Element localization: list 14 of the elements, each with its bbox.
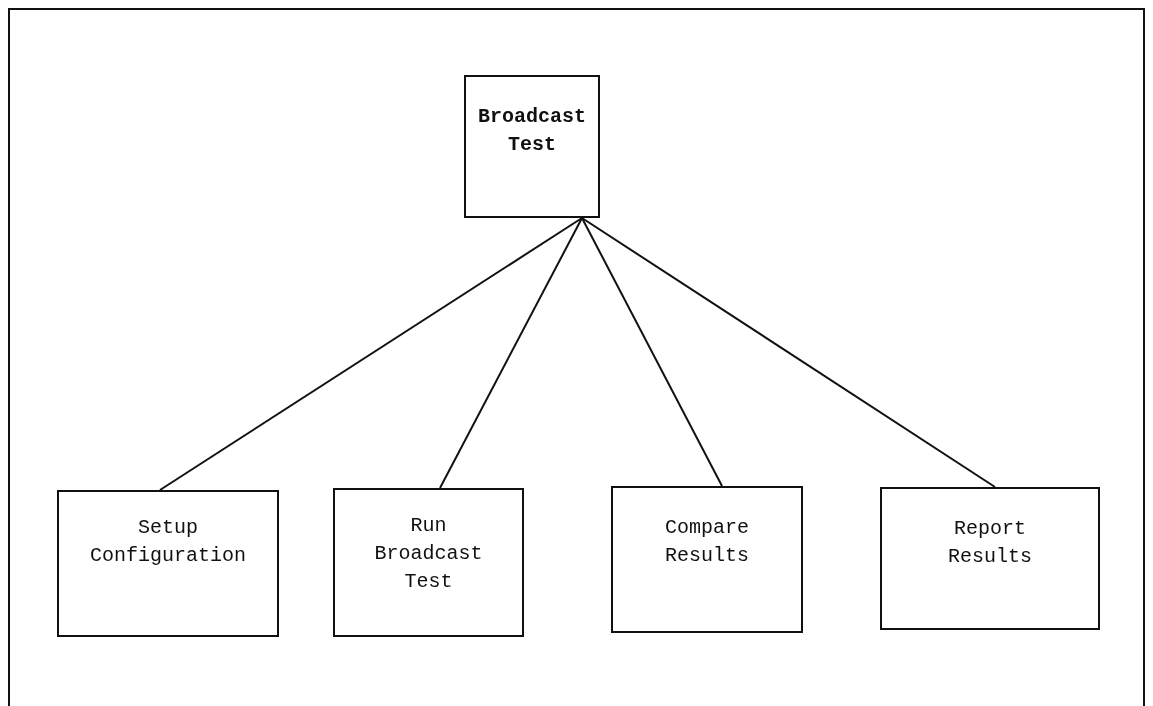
- process-box: [464, 75, 600, 218]
- box-label: Broadcast Test: [477, 104, 587, 158]
- process-box: [611, 486, 803, 633]
- process-box: [880, 487, 1100, 630]
- box-label: Compare Results: [664, 515, 750, 569]
- connector-line: [581, 217, 723, 487]
- box-label: Report Results: [947, 516, 1033, 570]
- box-label: Setup Configuration: [89, 515, 247, 569]
- process-box: [333, 488, 524, 637]
- connector-line: [159, 217, 583, 491]
- connector-line: [581, 217, 996, 488]
- process-box: [57, 490, 279, 637]
- box-label: Run Broadcast Test: [373, 513, 484, 595]
- connector-line: [439, 217, 583, 489]
